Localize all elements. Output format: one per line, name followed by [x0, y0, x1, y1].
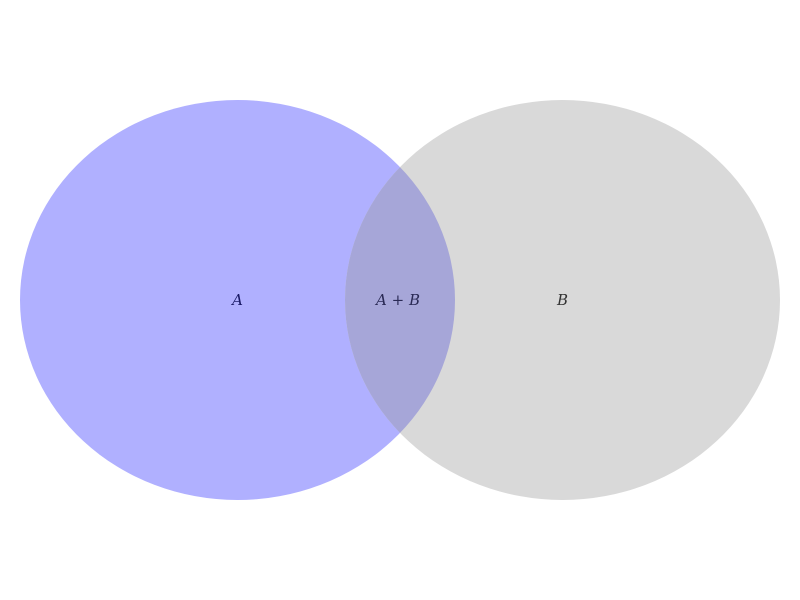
- set-b-label: B: [556, 291, 568, 309]
- set-a-circle: [20, 100, 455, 500]
- intersection-label: A + B: [374, 291, 420, 309]
- set-a-label: A: [230, 291, 243, 309]
- set-b-circle: [345, 100, 780, 500]
